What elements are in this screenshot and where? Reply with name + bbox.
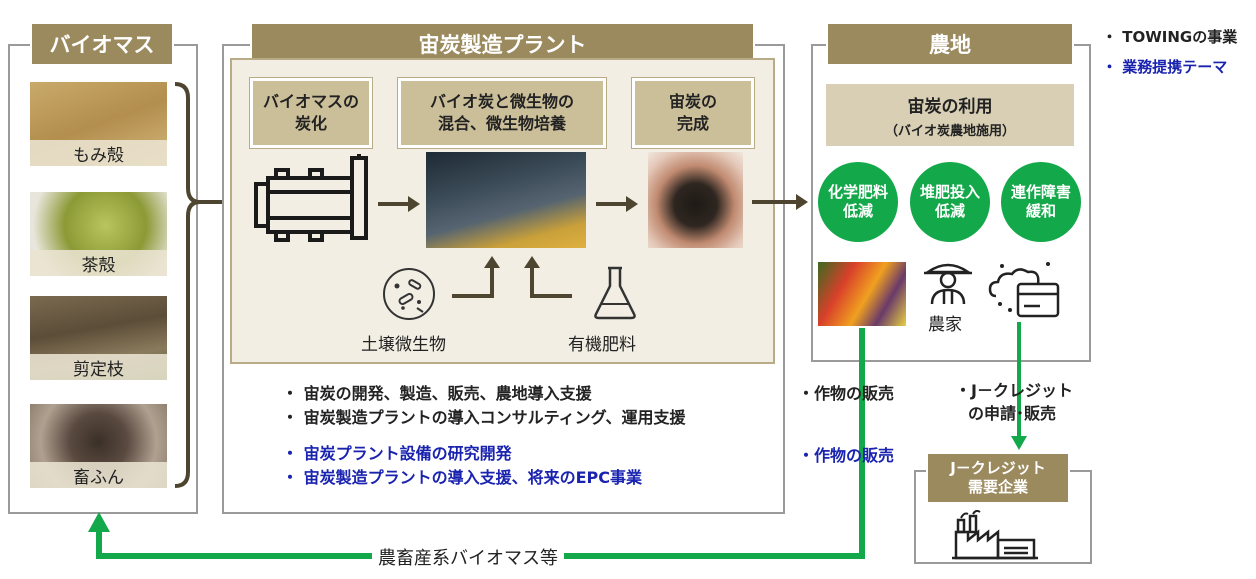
carbonizer-icon: [254, 154, 368, 242]
step-completion: 宙炭の 完成: [632, 78, 754, 148]
farmer-label: 農家: [928, 315, 962, 335]
microbes-label: 土壌微生物: [361, 335, 446, 355]
photo-mixing: [426, 152, 586, 248]
legend-towing: ・ TOWINGの事業: [1102, 28, 1238, 46]
photo-manure: 畜ふん: [30, 404, 167, 488]
jcredit-apply-line2: の申請･販売: [968, 404, 1057, 423]
usage-box: 宙炭の利用 （バイオ炭農地施用）: [826, 84, 1074, 146]
photo-tea-leaves: 茶殻: [30, 192, 167, 276]
return-flow-label: 農畜産系バイオマス等: [372, 544, 564, 570]
factory-icon: [952, 510, 1038, 560]
photo-finished-char: [648, 152, 743, 248]
farmer-icon: [924, 263, 972, 305]
crop-sales-towing: ・作物の販売: [798, 384, 895, 403]
caption-tea-leaves: 茶殻: [30, 250, 167, 276]
arrow-to-farmland: [752, 194, 808, 210]
legend-partnership: ・ 業務提携テーマ: [1102, 58, 1228, 76]
crop-sales-partnership: ・作物の販売: [798, 446, 895, 465]
caption-pruned-branches: 剪定枝: [30, 354, 167, 380]
step-carbonization: バイオマスの 炭化: [250, 78, 372, 148]
microbe-icon: [383, 268, 435, 320]
biomass-header: バイオマス: [30, 22, 174, 66]
caption-manure: 畜ふん: [30, 462, 167, 488]
benefit-continuous-cropping: 連作障害 緩和: [1001, 162, 1081, 242]
benefit-compost: 堆肥投入 低減: [910, 162, 990, 242]
jcredit-apply-line1: ・J－クレジット: [955, 381, 1073, 400]
arrow-step2: [596, 196, 638, 212]
step-mixing-culture: バイオ炭と微生物の 混合、微生物培養: [398, 78, 606, 148]
carbon-credit-icon: [988, 262, 1060, 318]
bullet-development: ・ 宙炭の開発、製造、販売、農地導入支援: [282, 384, 592, 403]
benefit-chemical-fertilizer: 化学肥料 低減: [818, 162, 898, 242]
photo-rice-husk: もみ殻: [30, 82, 167, 166]
bullet-epc: ・ 宙炭製造プラントの導入支援、将来のEPC事業: [282, 468, 642, 487]
bullet-consulting: ・ 宙炭製造プラントの導入コンサルティング、運用支援: [282, 408, 686, 427]
fertilizer-label: 有機肥料: [568, 335, 636, 355]
flask-icon: [594, 266, 636, 320]
input-arrows: [452, 256, 572, 298]
usage-subtitle: （バイオ炭農地施用）: [884, 124, 1015, 139]
usage-title: 宙炭の利用: [907, 97, 993, 117]
jcredit-company-header: J－クレジット 需要企業: [926, 452, 1070, 504]
bullet-rnd: ・ 宙炭プラント設備の研究開発: [282, 444, 512, 463]
arrow-step1: [378, 196, 420, 212]
photo-vegetables: [818, 262, 906, 326]
caption-rice-husk: もみ殻: [30, 140, 167, 166]
photo-pruned-branches: 剪定枝: [30, 296, 167, 380]
farmland-header: 農地: [826, 22, 1074, 66]
